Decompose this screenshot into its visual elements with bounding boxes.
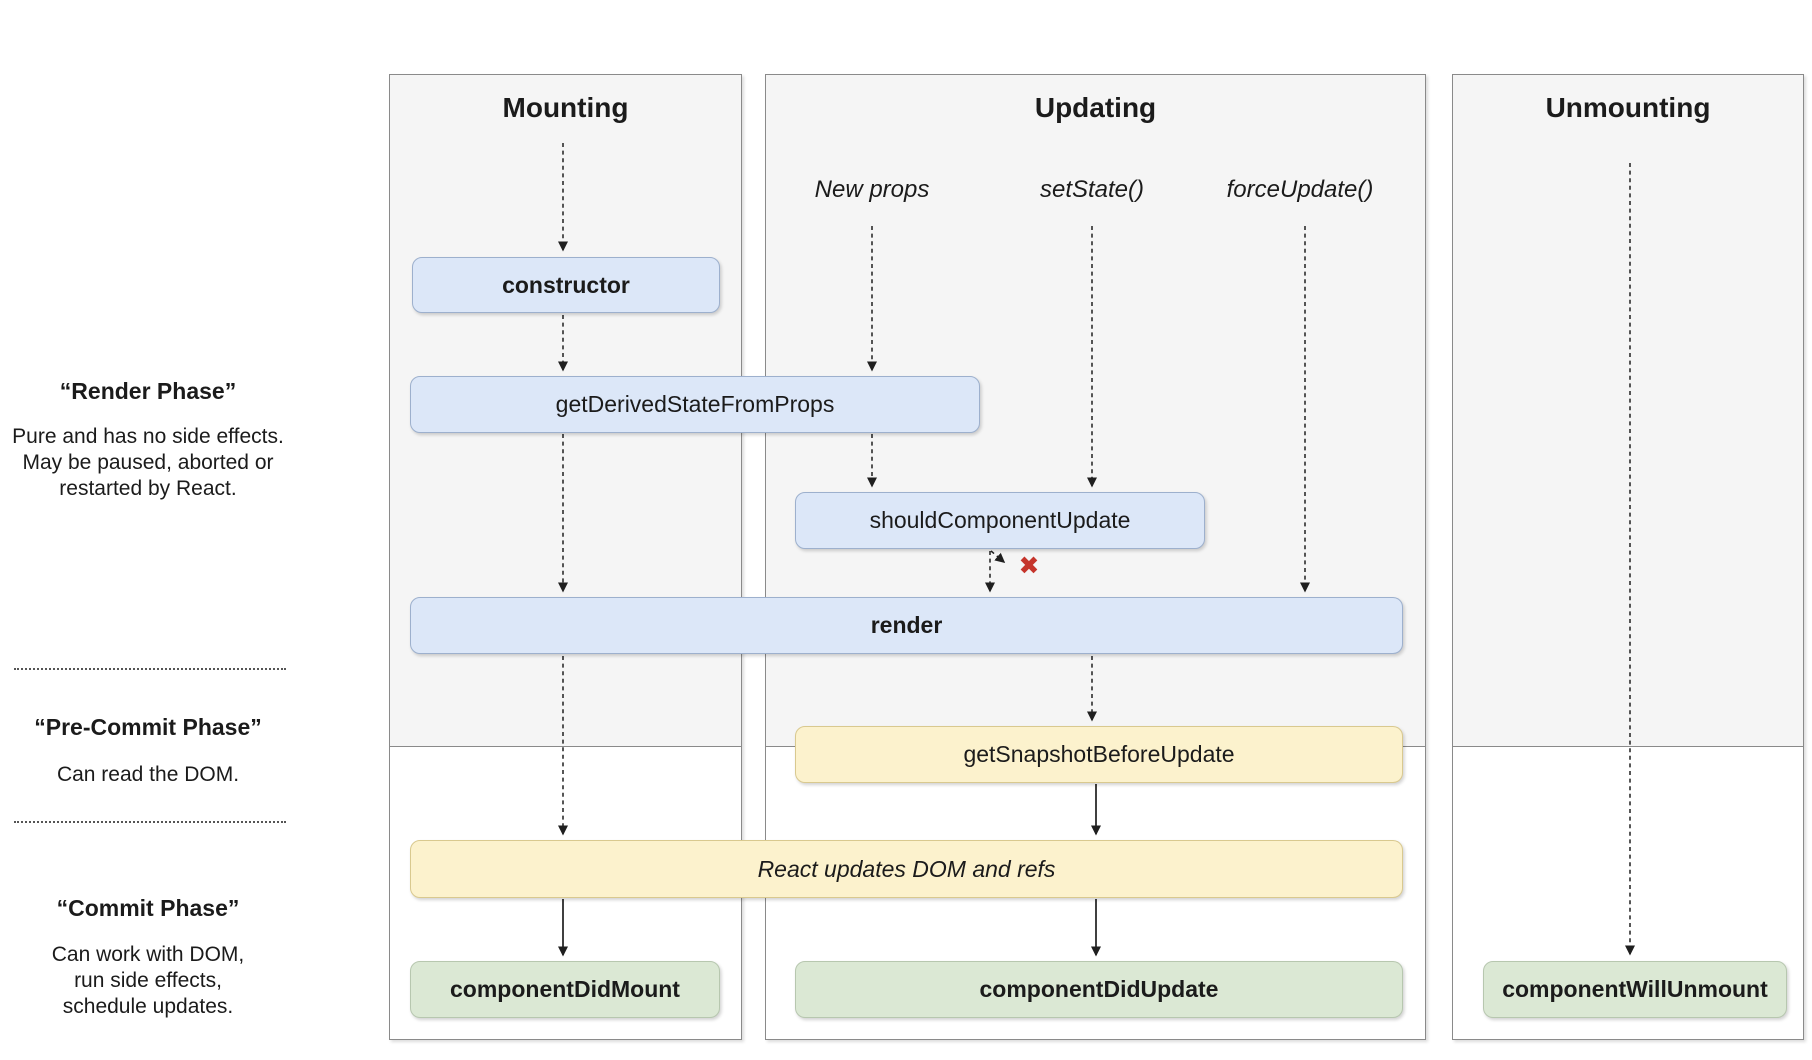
pre-commit-phase-title: “Pre-Commit Phase” [34, 714, 262, 740]
arrow-shouldcomponentupdate-abort-branch [990, 550, 1006, 563]
unmounting-render-phase-region [1453, 75, 1803, 747]
render-node: render [410, 597, 1403, 654]
mounting-column-title: Mounting [502, 92, 629, 123]
react-updates-dom-node: React updates DOM and refs [410, 840, 1403, 898]
render-phase-line: restarted by React. [59, 477, 237, 500]
should-component-update-node: shouldComponentUpdate [795, 492, 1205, 549]
commit-phase-line: schedule updates. [62, 995, 234, 1018]
pre-commit-phase-line: Can read the DOM. [56, 763, 240, 786]
unmounting-column-panel: Unmounting [1452, 74, 1804, 1040]
get-snapshot-before-update-node: getSnapshotBeforeUpdate [795, 726, 1403, 783]
updating-column-title: Updating [1034, 92, 1157, 123]
new-props-label: New props [814, 176, 930, 203]
pre-commit-phase-description: Can read the DOM. [0, 762, 296, 788]
forceupdate-label: forceUpdate() [1226, 176, 1374, 203]
component-did-mount-node: componentDidMount [410, 961, 720, 1018]
phase-separator-line [14, 668, 286, 670]
commit-phase-line: Can work with DOM, [51, 943, 245, 966]
component-will-unmount-node: componentWillUnmount [1483, 961, 1787, 1018]
render-phase-line: May be paused, aborted or [22, 451, 274, 474]
commit-phase-title: “Commit Phase” [56, 895, 240, 921]
render-phase-description: Pure and has no side effects. May be pau… [0, 424, 296, 502]
skip-render-x-icon: ✖ [1018, 552, 1040, 580]
commit-phase-line: run side effects, [74, 969, 222, 992]
render-phase-line: Pure and has no side effects. [12, 425, 284, 448]
commit-phase-description: Can work with DOM, run side effects, sch… [0, 942, 296, 1020]
get-derived-state-from-props-node: getDerivedStateFromProps [410, 376, 980, 433]
phase-separator-line [14, 821, 286, 823]
render-phase-title: “Render Phase” [59, 378, 237, 404]
setstate-label: setState() [1039, 176, 1145, 203]
component-did-update-node: componentDidUpdate [795, 961, 1403, 1018]
constructor-node: constructor [412, 257, 720, 313]
unmounting-column-title: Unmounting [1545, 92, 1711, 123]
